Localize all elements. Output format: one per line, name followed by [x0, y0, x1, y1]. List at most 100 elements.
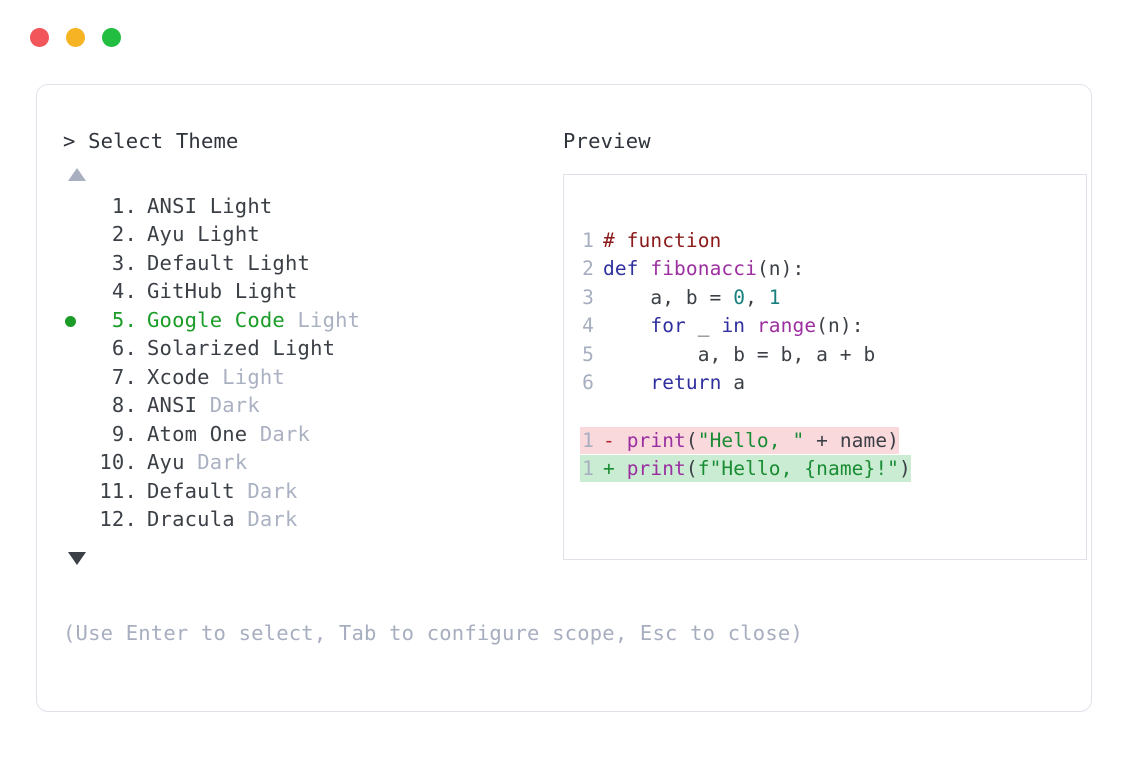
code-token — [603, 314, 650, 337]
theme-item-variant: Dark — [247, 507, 298, 531]
code-token: in — [721, 314, 746, 338]
line-number: 2 — [582, 257, 594, 281]
code-token: (n): — [816, 314, 864, 338]
spacer — [197, 393, 210, 417]
code-token: # function — [603, 228, 722, 252]
selection-indicator — [63, 422, 91, 451]
spacer — [235, 251, 248, 275]
maximize-button[interactable] — [102, 28, 121, 47]
selection-indicator — [63, 308, 91, 337]
spacer — [210, 365, 223, 389]
selection-indicator — [63, 279, 91, 308]
code-token: ) — [899, 457, 911, 481]
selection-indicator — [63, 450, 91, 479]
theme-list-item[interactable]: 10.Ayu Dark — [63, 450, 543, 479]
spacer — [615, 457, 627, 480]
theme-item-name: Default — [147, 250, 235, 275]
code-token: ( — [685, 428, 698, 452]
code-blank-line — [580, 398, 1082, 427]
spacer — [247, 422, 260, 446]
theme-item-index: 2. — [111, 222, 137, 246]
theme-list-item[interactable]: 6. Solarized Light — [63, 336, 543, 365]
theme-item-variant: Light — [209, 193, 273, 218]
theme-list-item[interactable]: 5.Google Code Light — [63, 308, 543, 337]
window-traffic-lights — [30, 28, 121, 47]
diff-sign: - — [603, 428, 615, 452]
theme-list-item[interactable]: 8.ANSI Dark — [63, 393, 543, 422]
theme-list-item[interactable]: 1.ANSI Light — [63, 194, 543, 223]
spacer — [285, 308, 298, 332]
theme-item-index: 9. — [111, 421, 137, 446]
theme-item-name: Solarized — [147, 336, 260, 360]
code-token: fibonacci — [650, 257, 757, 281]
minimize-button[interactable] — [66, 28, 85, 47]
selection-indicator — [63, 479, 91, 508]
theme-item-variant: Dark — [259, 421, 311, 446]
code-line: 3 a, b = 0, 1 — [580, 284, 1082, 313]
selection-indicator — [63, 222, 91, 251]
code-token: ( — [685, 457, 698, 481]
diff-sign: + — [603, 457, 615, 481]
theme-item-index: 1. — [111, 193, 137, 218]
theme-item-index: 6. — [111, 336, 137, 360]
theme-item-name: Atom One — [147, 421, 248, 446]
selection-indicator — [63, 393, 91, 422]
theme-list-item[interactable]: 7.Xcode Light — [63, 365, 543, 394]
code-line: 6 return a — [580, 369, 1082, 398]
selection-indicator — [63, 336, 91, 365]
theme-list-item[interactable]: 11.Default Dark — [63, 479, 543, 508]
selection-indicator — [63, 251, 91, 280]
code-token: a — [721, 371, 746, 395]
theme-list-item[interactable]: 2. Ayu Light — [63, 222, 543, 251]
spacer — [235, 479, 248, 503]
theme-item-index: 12. — [99, 507, 137, 531]
spacer — [235, 507, 248, 531]
theme-item-name: Default — [147, 478, 235, 503]
line-number: 4 — [582, 314, 594, 338]
spacer — [260, 336, 273, 360]
diff-line-minus: 1- print("Hello, " + name) — [580, 426, 1082, 456]
page-title-label: Select Theme — [88, 129, 239, 153]
selection-indicator — [63, 507, 91, 536]
code-token: return — [650, 371, 722, 395]
code-token: "Hello, " — [697, 428, 805, 452]
keyboard-hint: (Use Enter to select, Tab to configure s… — [63, 621, 803, 645]
spacer — [197, 194, 210, 218]
theme-item-index: 3. — [111, 250, 137, 275]
theme-list-item[interactable]: 4.GitHub Light — [63, 279, 543, 308]
theme-list-item[interactable]: 3. Default Light — [63, 251, 543, 280]
code-token: a, b = — [603, 285, 734, 309]
theme-list-item[interactable]: 9. Atom One Dark — [63, 422, 543, 451]
theme-item-name: Dracula — [147, 507, 235, 531]
code-token: f"Hello, {name}!" — [697, 457, 900, 481]
selection-indicator — [63, 194, 91, 223]
theme-item-variant: Light — [247, 250, 311, 275]
theme-item-variant: Light — [197, 222, 260, 246]
code-token: print — [626, 428, 686, 452]
code-token: range — [756, 314, 817, 338]
theme-item-variant: Dark — [209, 393, 260, 417]
theme-item-variant: Light — [297, 307, 361, 332]
theme-item-index: 8. — [111, 393, 137, 417]
scroll-down-icon[interactable] — [68, 551, 86, 565]
diff-highlight: 1- print("Hello, " + name) — [580, 426, 900, 454]
line-number: 5 — [582, 342, 594, 366]
spacer — [222, 279, 235, 303]
theme-item-variant: Dark — [197, 450, 248, 474]
theme-item-index: 4. — [111, 279, 137, 303]
code-token: print — [626, 457, 686, 481]
theme-item-name: Ayu — [147, 222, 185, 246]
code-token: , — [745, 285, 769, 309]
theme-list-item[interactable]: 12. Dracula Dark — [63, 507, 543, 536]
theme-item-variant: Light — [272, 336, 336, 360]
line-number: 3 — [582, 285, 594, 309]
theme-item-name: Ayu — [147, 450, 185, 474]
close-button[interactable] — [30, 28, 49, 47]
line-number: 6 — [582, 371, 594, 395]
scroll-up-icon[interactable] — [68, 167, 86, 181]
